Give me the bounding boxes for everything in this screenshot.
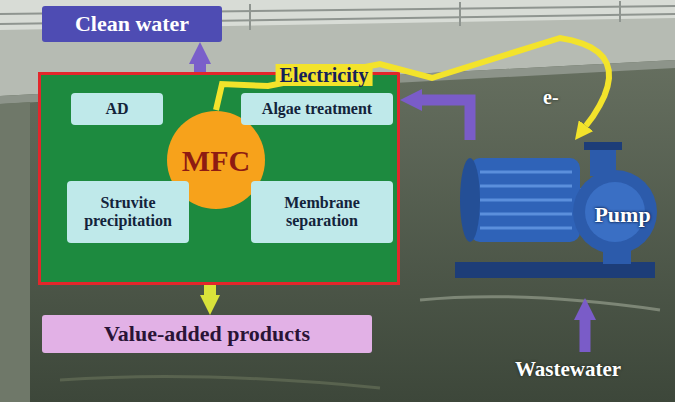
water-ripple bbox=[420, 297, 660, 310]
input-label: Wastewater bbox=[515, 357, 621, 381]
pump-volute bbox=[573, 170, 657, 254]
output-box: Clean water bbox=[42, 6, 222, 42]
output-box: Value-added products bbox=[42, 315, 372, 353]
input-label-holder: Wastewater bbox=[515, 358, 621, 381]
node-text: Algae treatment bbox=[262, 100, 372, 118]
railing-post bbox=[619, 1, 621, 22]
node-text: Membrane separation bbox=[257, 194, 387, 229]
node-text: Clean water bbox=[75, 12, 189, 36]
flow-arrow bbox=[204, 285, 216, 295]
node-text: Value-added products bbox=[104, 322, 310, 346]
railing-post bbox=[249, 4, 251, 30]
flow-arrow bbox=[422, 100, 470, 140]
pump-inlet bbox=[603, 250, 631, 264]
inflow-arrow bbox=[580, 320, 591, 352]
pump-node: Pump bbox=[450, 140, 660, 290]
pump-outlet bbox=[590, 146, 616, 176]
electron-label: e- bbox=[543, 86, 559, 108]
flow-arrow bbox=[194, 64, 206, 72]
process-box: Membrane separation bbox=[251, 181, 393, 243]
pump-base bbox=[455, 262, 655, 278]
electron-label-holder: e- bbox=[543, 86, 559, 108]
node-text: Pump bbox=[594, 203, 650, 227]
railing-post bbox=[459, 2, 461, 26]
electricity-bolt bbox=[216, 38, 609, 126]
pump-flange bbox=[584, 142, 622, 150]
pump-motor bbox=[470, 158, 580, 242]
node-text: AD bbox=[105, 100, 128, 118]
motor-rib bbox=[480, 227, 572, 230]
edge-label: Electricity bbox=[276, 64, 373, 86]
process-box: AD bbox=[71, 93, 163, 125]
process-box: Algae treatment bbox=[241, 93, 393, 125]
node-text: Struvite precipitation bbox=[73, 194, 183, 229]
motor-rib bbox=[480, 199, 572, 202]
motor-rib bbox=[480, 185, 572, 188]
motor-rib bbox=[480, 213, 572, 216]
motor-cap bbox=[460, 158, 480, 242]
edge-label-holder: Electricity bbox=[276, 64, 373, 86]
pump-illustration bbox=[455, 142, 657, 278]
node-text: MFC bbox=[182, 144, 250, 177]
motor-rib bbox=[480, 171, 572, 174]
process-box: Struvite precipitation bbox=[67, 181, 189, 243]
water-ripple bbox=[60, 376, 380, 388]
left-wall bbox=[0, 102, 30, 402]
